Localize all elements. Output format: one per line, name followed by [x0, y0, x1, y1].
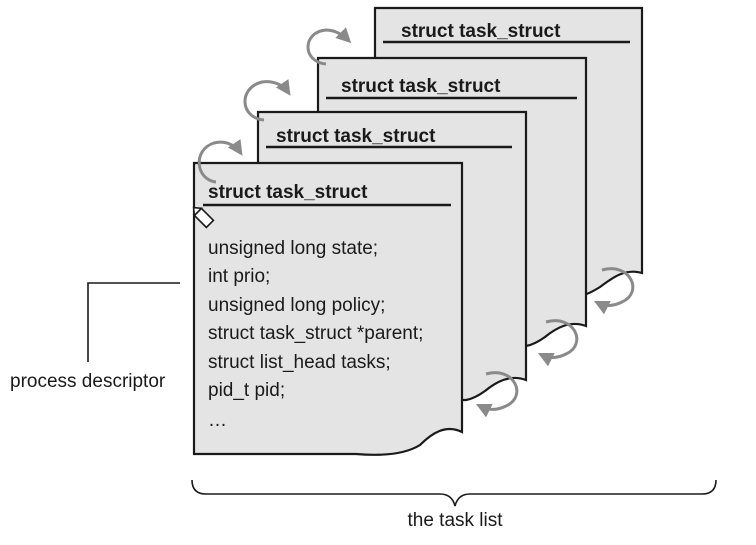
field-prio: int prio;	[208, 266, 270, 287]
sheet-2-title: struct task_struct	[276, 126, 436, 147]
circular-arrow-icon	[475, 371, 519, 418]
circular-arrow-icon	[593, 267, 635, 315]
circular-arrow-icon	[197, 139, 243, 184]
process-descriptor-callout: process descriptor	[10, 282, 180, 392]
brace-line	[191, 479, 717, 507]
sheet-4-title: struct task_struct	[401, 21, 561, 42]
field-tasks: struct list_head tasks;	[208, 352, 391, 373]
field-ellipsis: …	[208, 410, 227, 431]
circular-arrow-icon	[243, 79, 291, 122]
task-struct-sheet-1: struct task_struct unsigned long state; …	[192, 161, 464, 456]
task-list-label: the task list	[407, 510, 503, 531]
sheet-1-title: struct task_struct	[208, 182, 368, 203]
callout-leader-line	[87, 282, 180, 362]
circular-arrow-icon	[306, 27, 352, 66]
pencil-cursor-icon	[192, 206, 215, 229]
process-descriptor-label: process descriptor	[10, 371, 166, 392]
field-parent: struct task_struct *parent;	[208, 323, 423, 344]
circular-arrow-icon	[537, 319, 579, 367]
field-policy: unsigned long policy;	[208, 295, 385, 316]
field-pid: pid_t pid;	[208, 380, 285, 401]
field-state: unsigned long state;	[208, 238, 378, 259]
task-list-brace: the task list	[191, 479, 717, 531]
sheet-3-title: struct task_struct	[341, 76, 501, 97]
